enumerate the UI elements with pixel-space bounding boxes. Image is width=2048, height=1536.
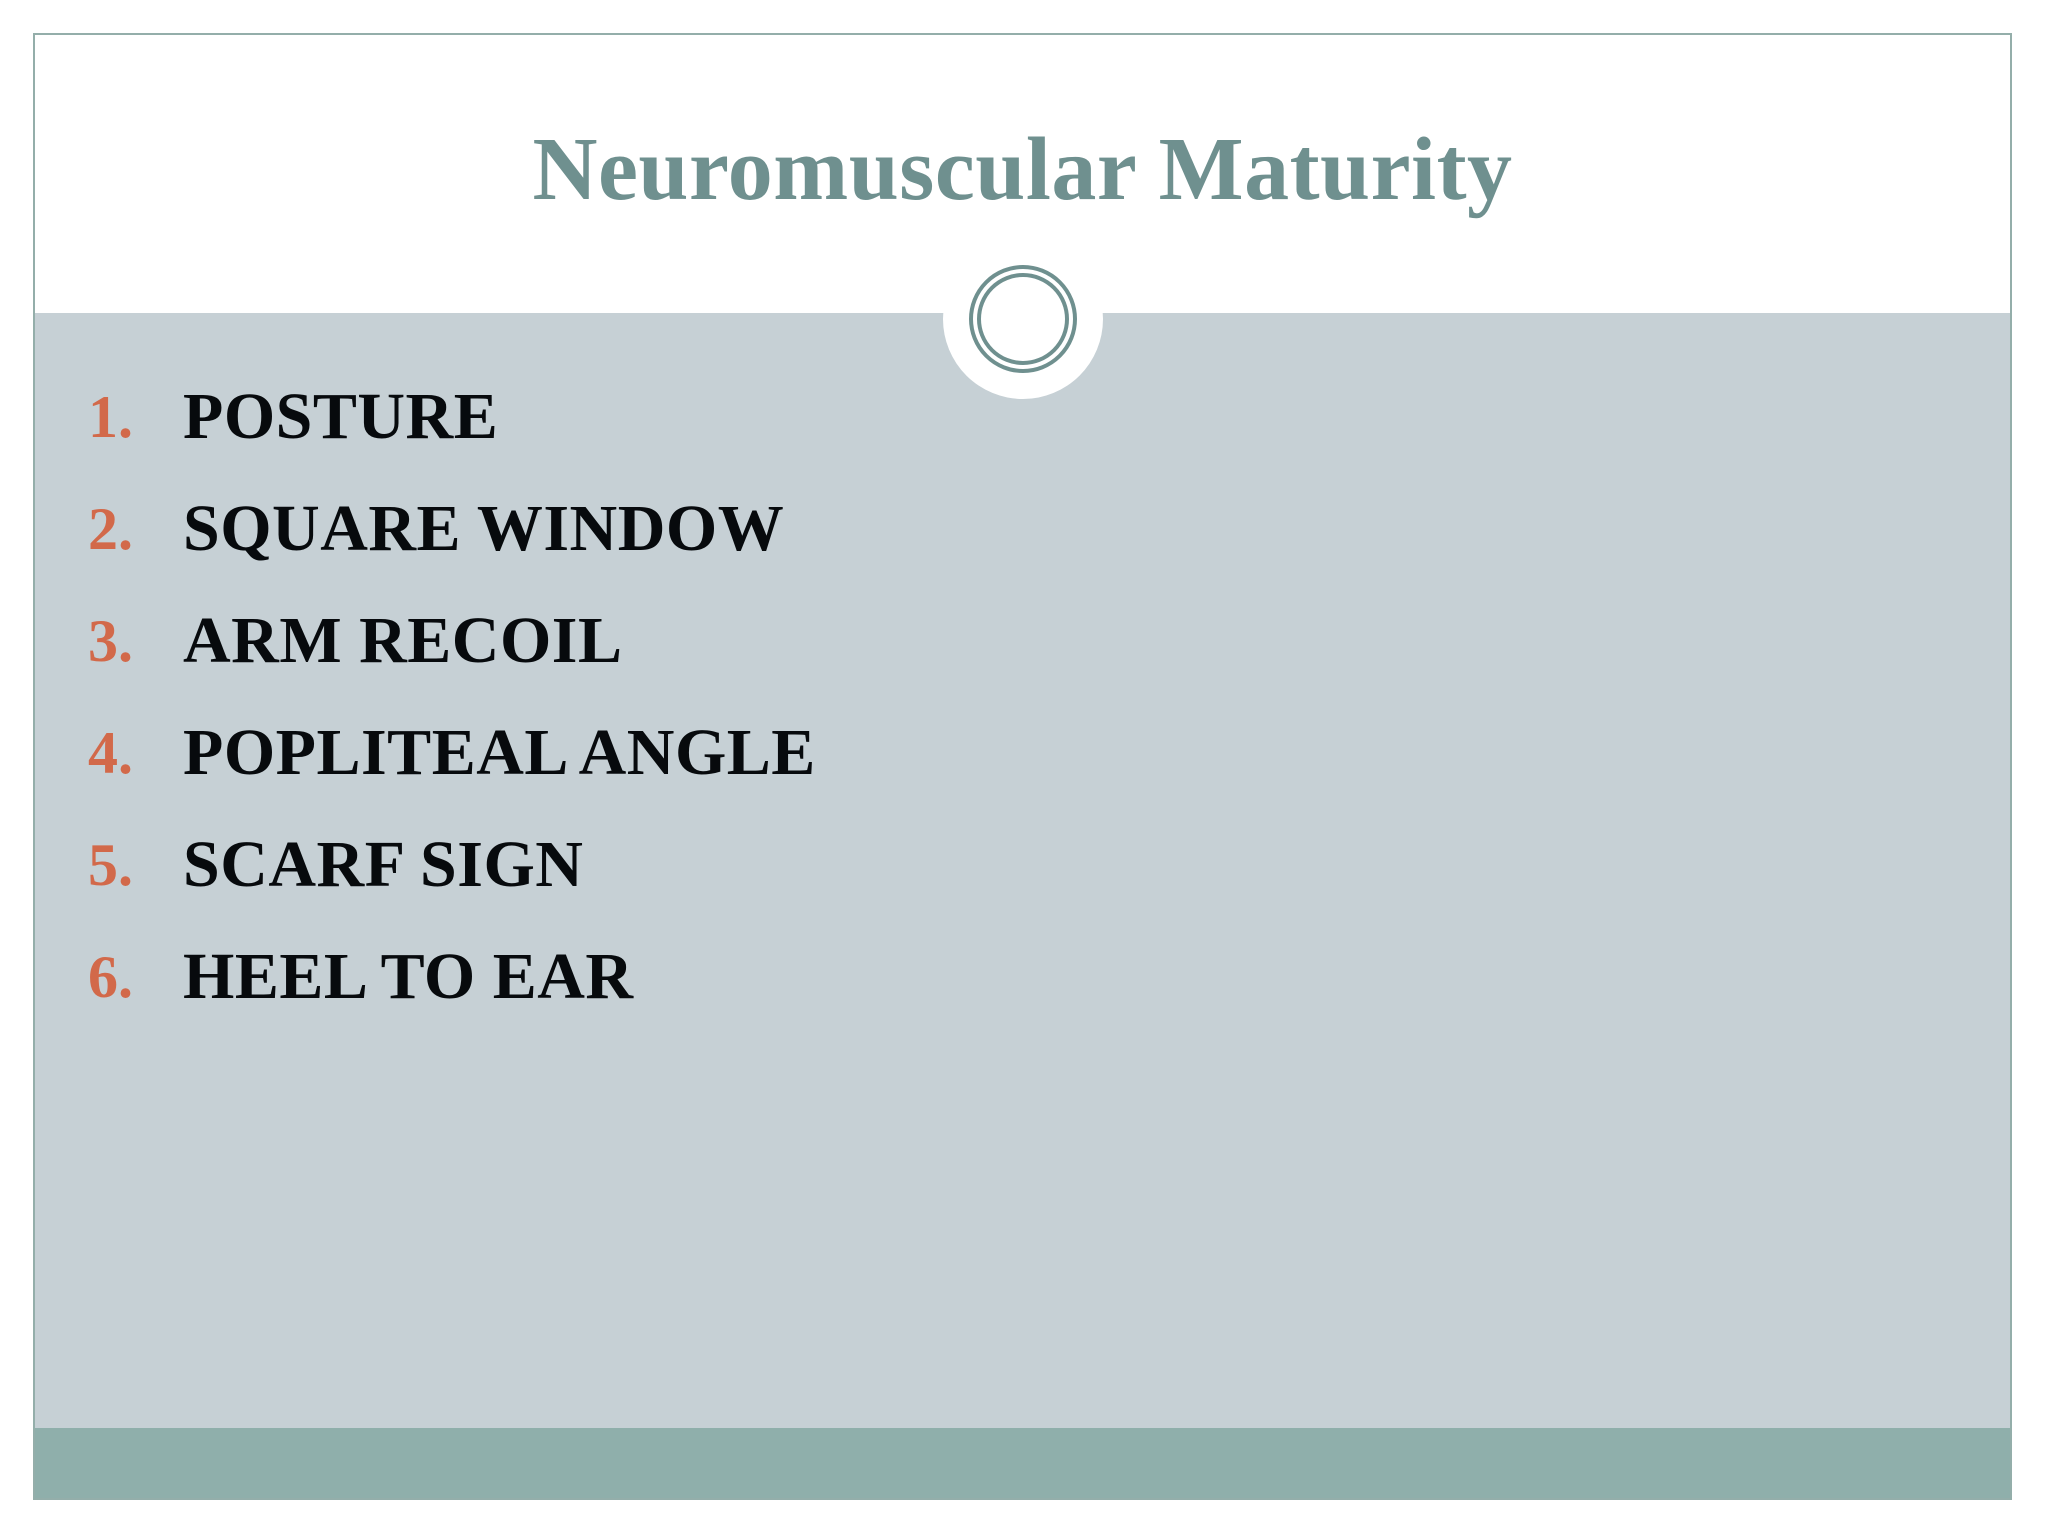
list-item: 4. POPLITEAL ANGLE	[35, 697, 2010, 809]
footer-accent-bar	[35, 1428, 2010, 1498]
list-item: 3. ARM RECOIL	[35, 585, 2010, 697]
list-item-label: ARM RECOIL	[183, 604, 623, 677]
list-item: 5. SCARF SIGN	[35, 809, 2010, 921]
ornament-outer-ring	[968, 265, 1077, 373]
list-item-number: 5.	[88, 832, 133, 898]
body-band: 1. POSTURE 2. SQUARE WINDOW 3. ARM RECOI…	[35, 313, 2010, 1428]
list-item-label: SCARF SIGN	[183, 828, 584, 901]
slide: Neuromuscular Maturity 1. POSTURE 2. SQU…	[33, 33, 2012, 1500]
list-item-label: SQUARE WINDOW	[183, 492, 785, 565]
content-list: 1. POSTURE 2. SQUARE WINDOW 3. ARM RECOI…	[35, 361, 2010, 1033]
list-item-label: POPLITEAL ANGLE	[183, 716, 816, 789]
ornament-inner-ring	[976, 273, 1069, 365]
list-item: 6. HEEL TO EAR	[35, 921, 2010, 1033]
list-item-number: 6.	[88, 944, 133, 1010]
page-title: Neuromuscular Maturity	[532, 120, 1513, 219]
list-item: 2. SQUARE WINDOW	[35, 473, 2010, 585]
list-item: 1. POSTURE	[35, 361, 2010, 473]
list-item-number: 3.	[88, 608, 133, 674]
list-item-label: POSTURE	[183, 380, 499, 453]
list-item-number: 4.	[88, 720, 133, 786]
list-item-number: 1.	[88, 384, 133, 450]
list-item-number: 2.	[88, 496, 133, 562]
concentric-circles-ornament-icon	[942, 239, 1103, 399]
list-item-label: HEEL TO EAR	[183, 940, 634, 1013]
